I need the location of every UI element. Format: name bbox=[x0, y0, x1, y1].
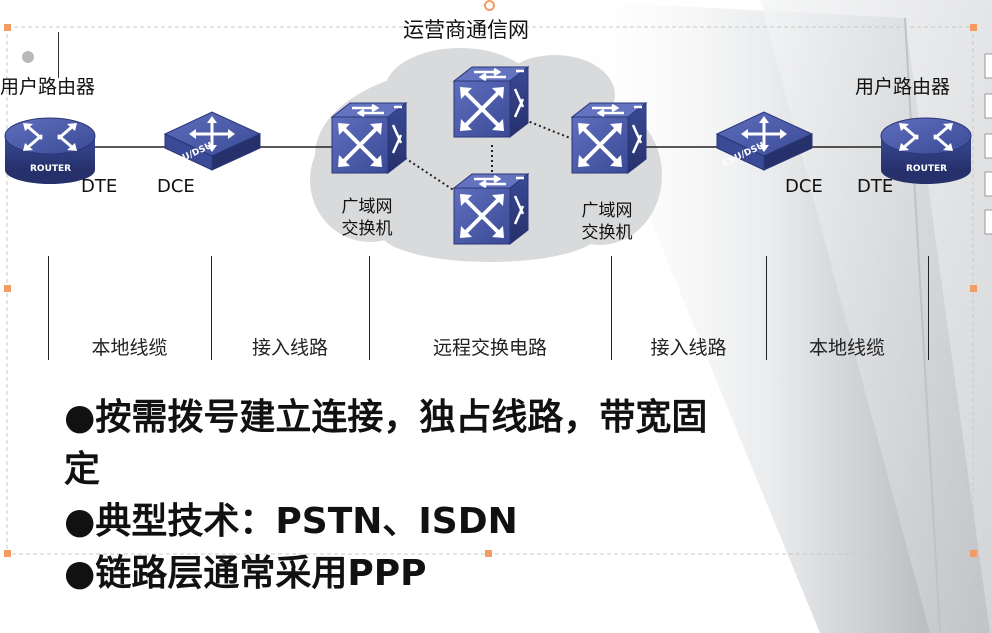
segment-label: 接入线路 bbox=[650, 337, 727, 359]
cursor-dot bbox=[22, 51, 34, 63]
left-wan-switch-label: 广域网 交换机 bbox=[332, 196, 402, 240]
bullet-item-continuation: 定 bbox=[64, 449, 101, 490]
segment-label: 本地线缆 bbox=[808, 337, 885, 359]
segment-label: 接入线路 bbox=[251, 337, 328, 359]
switch-label-line: 广域网 bbox=[341, 197, 393, 217]
bullet-item: ●链路层通常采用PPP bbox=[64, 553, 427, 594]
left-dce-label: DCE bbox=[157, 176, 195, 197]
selection-handle[interactable] bbox=[4, 24, 11, 31]
left-dte-label: DTE bbox=[81, 176, 118, 197]
router-text: ROUTER bbox=[906, 164, 948, 174]
selection-handle[interactable] bbox=[4, 285, 11, 292]
selection-handle[interactable] bbox=[970, 285, 977, 292]
selection-handle[interactable] bbox=[485, 550, 492, 557]
selection-handle[interactable] bbox=[970, 550, 977, 557]
right-dce-label: DCE bbox=[785, 176, 823, 197]
segment-label: 远程交换电路 bbox=[432, 337, 547, 359]
segment-divider bbox=[369, 256, 370, 360]
right-dte-label: DTE bbox=[857, 176, 894, 197]
bullet-item: ●典型技术：PSTN、ISDN bbox=[64, 501, 518, 542]
switch-label-line: 交换机 bbox=[581, 223, 633, 243]
segment-divider bbox=[611, 256, 612, 360]
router-text: ROUTER bbox=[30, 164, 72, 174]
right-router-title: 用户路由器 bbox=[855, 76, 951, 98]
left-router-title: 用户路由器 bbox=[0, 76, 96, 98]
selection-handle[interactable] bbox=[970, 24, 977, 31]
cloud-title: 运营商通信网 bbox=[403, 18, 529, 42]
text-cursor bbox=[58, 32, 59, 78]
segment-label: 本地线缆 bbox=[91, 337, 168, 359]
switch-label-line: 广域网 bbox=[581, 201, 633, 221]
switch-label-line: 交换机 bbox=[341, 219, 393, 239]
segment-divider bbox=[211, 256, 212, 360]
bullet-item: ●按需拨号建立连接，独占线路，带宽固 bbox=[64, 397, 708, 438]
selection-handle[interactable] bbox=[4, 550, 11, 557]
segment-divider bbox=[48, 256, 49, 360]
segment-divider bbox=[766, 256, 767, 360]
right-wan-switch-label: 广域网 交换机 bbox=[572, 200, 642, 244]
segment-divider bbox=[928, 256, 929, 360]
rotate-handle-icon[interactable] bbox=[484, 0, 495, 11]
